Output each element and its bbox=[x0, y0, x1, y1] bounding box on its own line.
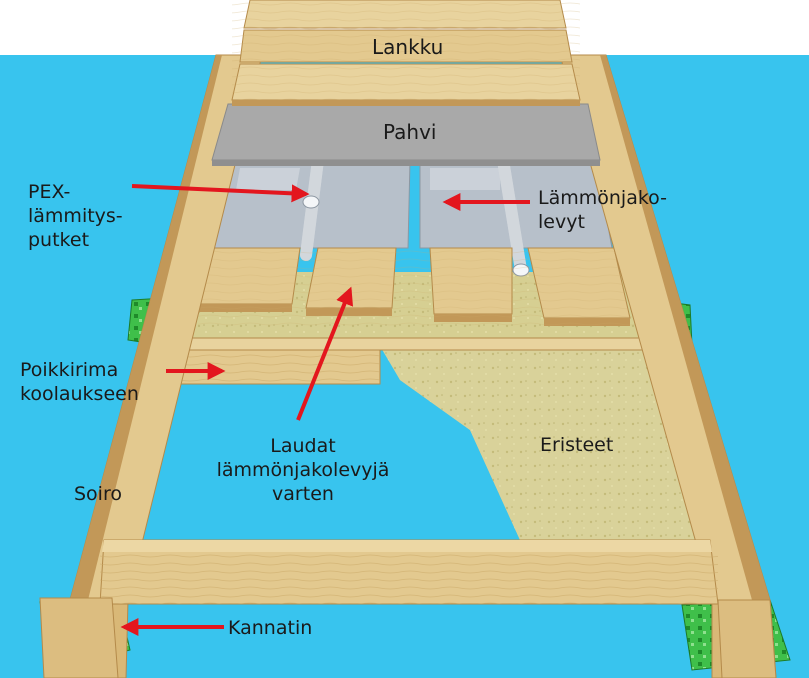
label-pex: PEX- lämmitys- putket bbox=[28, 181, 123, 251]
label-soiro: Soiro bbox=[74, 483, 122, 505]
label-poikkirima: Poikkirima koolaukseen bbox=[20, 359, 139, 405]
label-pahvi: Pahvi bbox=[383, 120, 437, 144]
slats bbox=[197, 247, 638, 328]
arrow-pex bbox=[131, 184, 310, 203]
label-lankku: Lankku bbox=[372, 35, 444, 59]
arrow-laudat bbox=[296, 286, 354, 421]
label-laudat: Laudat lämmönjakolevyjä varten bbox=[216, 435, 390, 505]
callout-arrows bbox=[120, 184, 530, 636]
label-lammonjakolevyt: Lämmönjako- levyt bbox=[538, 187, 667, 233]
label-eristeet: Eristeet bbox=[540, 434, 614, 456]
floor-planks bbox=[231, 0, 581, 106]
cross-batten bbox=[165, 337, 653, 351]
label-kannatin: Kannatin bbox=[228, 617, 313, 639]
